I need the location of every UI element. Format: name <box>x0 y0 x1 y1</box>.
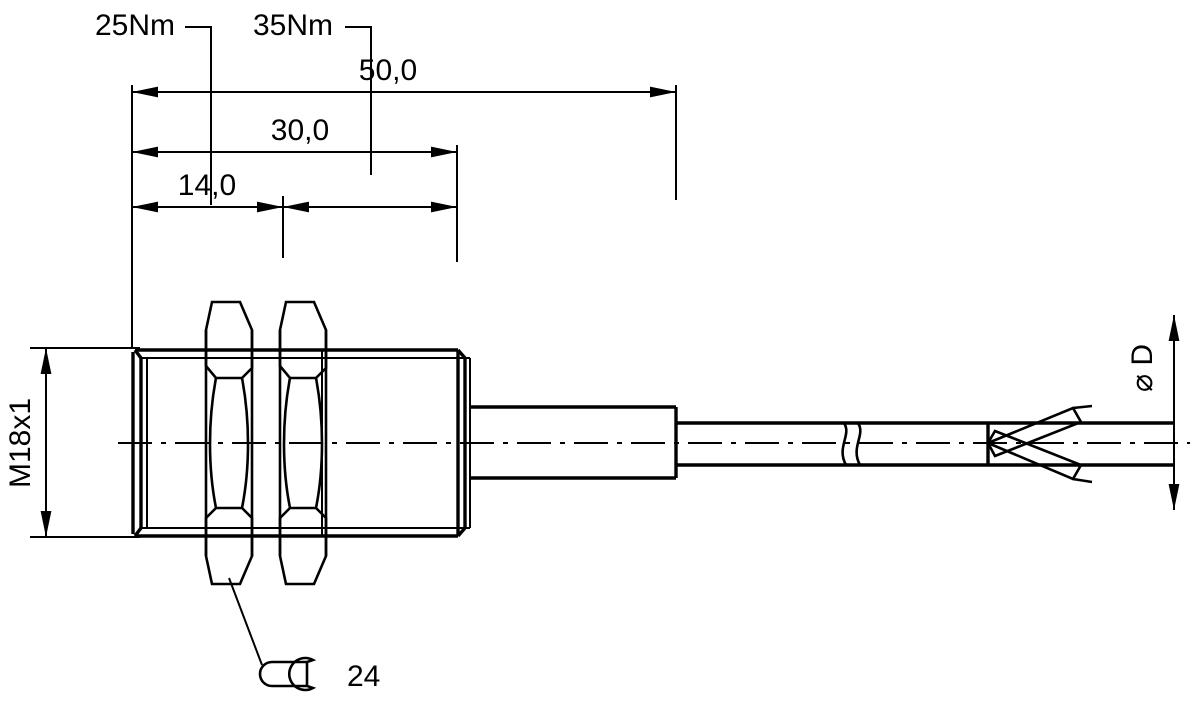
torque-callout-rear: 35Nm <box>253 9 372 175</box>
leader-line-wrench <box>228 577 263 666</box>
nut-front-top-hex <box>204 300 254 380</box>
barrel-left-chamfer-bottom <box>133 526 143 538</box>
dimension-label-14: 14,0 <box>178 169 236 202</box>
break-zigzag-right <box>855 422 862 466</box>
torque-label-rear: 35Nm <box>253 9 333 42</box>
dimension-group-horizontal: 50,0 30,0 14,0 <box>131 54 677 348</box>
dimension-cable-diameter: ⌀ D <box>1126 315 1180 510</box>
break-zigzag-left <box>841 422 848 466</box>
wrench-icon <box>258 656 317 692</box>
conductor-lower <box>986 429 1083 481</box>
nut-front-bottom-hex <box>204 506 254 586</box>
dimension-14: 14,0 <box>132 169 457 213</box>
dimension-50: 50,0 <box>132 54 676 98</box>
leader-line-rear-nut <box>345 26 372 175</box>
wrench-callout: 24 <box>228 577 380 693</box>
torque-callout-front: 25Nm <box>95 9 212 205</box>
dimension-thread-m18: M18x1 <box>4 347 140 538</box>
conductor-upper <box>986 406 1083 458</box>
cable <box>676 421 1174 467</box>
dimension-label-cable-od: ⌀ D <box>1126 344 1159 392</box>
nut-rear-left-arc <box>282 377 292 509</box>
dimension-label-thread: M18x1 <box>4 398 37 488</box>
cable-break-symbol <box>841 422 862 466</box>
wrench-shape <box>258 656 317 692</box>
conductor-lower-tip <box>1072 477 1093 484</box>
leader-line-front-nut <box>185 26 212 205</box>
dimension-label-30: 30,0 <box>271 114 329 147</box>
dimension-label-50: 50,0 <box>359 54 417 87</box>
dimension-30: 30,0 <box>132 114 457 158</box>
nut-rear-top-hex <box>278 300 328 380</box>
wrench-size-label: 24 <box>347 660 380 693</box>
nut-front-left-arc <box>208 377 218 509</box>
annotation-group-torque: 25Nm 35Nm <box>95 9 372 205</box>
barrel-left-chamfer-top <box>133 348 143 360</box>
torque-label-front: 25Nm <box>95 9 175 42</box>
conductor-upper-tip <box>1072 404 1093 410</box>
nut-rear-bottom-hex <box>278 506 328 586</box>
